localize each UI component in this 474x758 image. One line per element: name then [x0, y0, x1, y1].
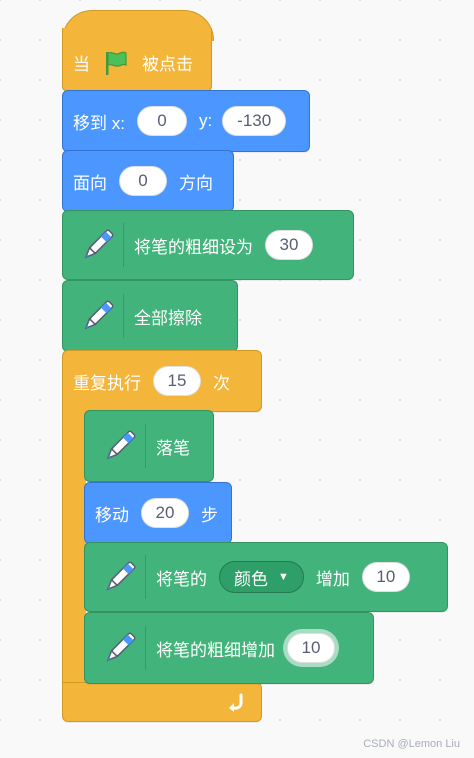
set-pen-size-block[interactable]: 将笔的粗细设为 30 [62, 210, 354, 280]
steps-input[interactable]: 20 [141, 498, 189, 528]
change-pen-size-block[interactable]: 将笔的粗细增加 10 [84, 612, 374, 684]
when-flag-clicked-block[interactable]: 当 被点击 [62, 28, 212, 92]
x-input[interactable]: 0 [136, 106, 187, 136]
hat-suffix-label: 被点击 [142, 55, 193, 74]
move-label: 移动 [95, 505, 129, 525]
go-to-label: 移到 x: [73, 113, 125, 133]
green-flag-icon [102, 49, 130, 77]
pen-icon [95, 626, 146, 670]
pen-param-dropdown[interactable]: 颜色 ▼ [219, 561, 304, 593]
change-pen-size-label: 将笔的粗细增加 [156, 640, 275, 660]
caret-down-icon: ▼ [278, 571, 289, 583]
repeat-block-header[interactable]: 重复执行 15 次 [62, 350, 262, 412]
y-label: y: [198, 111, 213, 130]
set-pen-size-label: 将笔的粗细设为 [134, 237, 253, 257]
pen-down-label: 落笔 [156, 438, 190, 458]
hat-prefix-label: 当 [73, 55, 90, 74]
point-in-direction-block[interactable]: 面向 0 方向 [62, 150, 234, 212]
point-label: 面向 [73, 173, 107, 193]
change-color-suffix-label: 增加 [315, 569, 350, 589]
move-steps-block[interactable]: 移动 20 步 [84, 482, 232, 544]
repeat-count-input[interactable]: 15 [153, 366, 201, 396]
change-color-prefix-label: 将笔的 [156, 569, 207, 589]
direction-input[interactable]: 0 [119, 166, 167, 196]
pen-icon [95, 555, 146, 599]
repeat-label: 重复执行 [73, 373, 141, 393]
y-input[interactable]: -130 [222, 106, 287, 136]
go-to-xy-block[interactable]: 移到 x: 0 y: -130 [62, 90, 310, 152]
color-change-input[interactable]: 10 [361, 562, 410, 592]
pen-down-block[interactable]: 落笔 [84, 410, 214, 482]
erase-all-block[interactable]: 全部擦除 [62, 280, 238, 352]
steps-suffix-label: 步 [201, 505, 218, 525]
direction-suffix-label: 方向 [179, 173, 213, 193]
pen-icon [73, 223, 124, 267]
repeat-block-arm [62, 408, 86, 698]
pen-param-dropdown-value: 颜色 [234, 569, 268, 589]
repeat-block-footer [62, 682, 262, 722]
repeat-suffix-label: 次 [213, 373, 230, 393]
pen-size-change-input[interactable]: 10 [287, 633, 335, 663]
pen-size-input[interactable]: 30 [265, 230, 313, 260]
erase-all-label: 全部擦除 [134, 308, 202, 328]
pen-icon [73, 294, 124, 338]
watermark-text: CSDN @Lemon Liu [363, 738, 460, 750]
pen-icon [95, 424, 146, 468]
loop-arrow-icon [225, 691, 247, 713]
change-pen-color-block[interactable]: 将笔的 颜色 ▼ 增加 10 [84, 542, 448, 612]
